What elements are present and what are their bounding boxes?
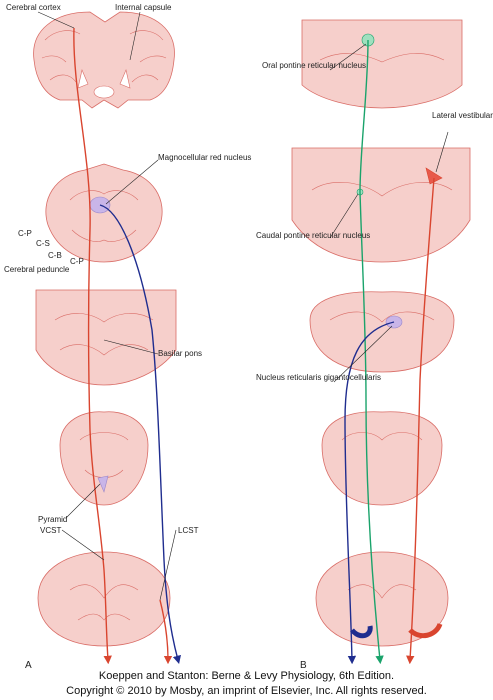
medulla-section-b-upper xyxy=(309,291,455,373)
label-pyramid: Pyramid xyxy=(38,515,67,524)
label-oral-pontine: Oral pontine reticular nucleus xyxy=(262,61,366,70)
reticulospinal-green-path xyxy=(359,39,384,665)
vestibulospinal-path xyxy=(406,177,435,665)
panel-a-letter: A xyxy=(25,660,32,670)
label-caudal-pontine: Caudal pontine reticular nucleus xyxy=(256,231,370,240)
medullary-reticulospinal-path xyxy=(344,321,395,665)
label-lcst: LCST xyxy=(178,526,199,535)
lcst-red-path xyxy=(159,599,173,665)
panel-b-letter: B xyxy=(300,660,307,670)
corticospinal-tract-path xyxy=(73,27,112,665)
label-cs: C-S xyxy=(36,239,50,248)
pyramid-highlight xyxy=(97,475,109,493)
cerebrum-section-a xyxy=(33,11,175,109)
label-magnocellular-red-nucleus: Magnocellular red nucleus xyxy=(158,153,251,162)
label-basilar-pons: Basilar pons xyxy=(158,349,202,358)
caption-line-1: Koeppen and Stanton: Berne & Levy Physio… xyxy=(98,670,395,682)
spinal-section-b xyxy=(315,551,449,647)
panel-b: Oral pontine reticular nucleus Lateral v… xyxy=(256,19,493,670)
medulla-section-b-lower xyxy=(321,411,443,506)
label-vcst: VCST xyxy=(40,526,61,535)
label-cp-bottom: C-P xyxy=(70,257,84,266)
label-internal-capsule: Internal capsule xyxy=(115,3,172,12)
ventral-horn-blue xyxy=(350,625,373,639)
pons-section-a xyxy=(35,289,177,386)
panel-a: Cerebral cortex Internal capsule Magnoce… xyxy=(4,3,251,670)
label-nucleus-reticularis: Nucleus reticularis gigantocellularis xyxy=(256,373,381,382)
midbrain-section-a xyxy=(45,163,163,263)
label-cerebral-peduncle: Cerebral peduncle xyxy=(4,265,70,274)
figure-canvas: Cerebral cortex Internal capsule Magnoce… xyxy=(4,3,493,670)
ventral-horn-red xyxy=(408,622,443,639)
pons-section-b-upper xyxy=(301,19,463,109)
rubrospinal-tract-path xyxy=(99,204,181,665)
spinal-section-a xyxy=(37,551,171,647)
medulla-section-a xyxy=(59,411,149,506)
label-lateral-vestibular: Lateral vestibular nucleus xyxy=(432,111,493,120)
label-cp-top: C-P xyxy=(18,229,32,238)
lateral-vestibular-marker xyxy=(425,167,443,185)
caption-line-2: Copyright © 2010 by Mosby, an imprint of… xyxy=(66,685,427,697)
pons-section-b-lower xyxy=(291,147,471,263)
label-cb: C-B xyxy=(48,251,62,260)
label-cerebral-cortex: Cerebral cortex xyxy=(6,3,61,12)
